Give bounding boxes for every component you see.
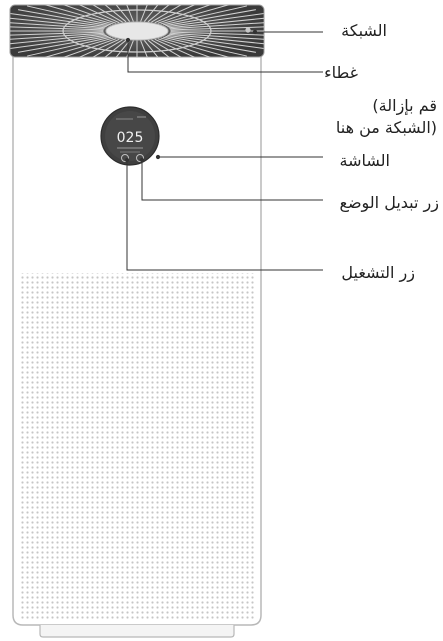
grille-spoke [157,38,225,57]
grille-spoke [170,31,264,36]
label-remove-note-line2: (الشبكة من هنا [335,118,437,137]
screen-reading: 025 [117,130,144,146]
grille-spoke [157,5,225,24]
grille-spoke [10,33,106,45]
grille-spoke [165,35,257,53]
leader-mode-button [141,160,323,201]
grille-spoke [10,17,106,29]
grille-spoke [105,40,130,57]
label-screen: الشاشة [339,151,390,170]
grille-spoke [168,17,264,29]
grille-spoke [151,39,199,57]
oled-screen: 025 [100,106,160,166]
top-grille [9,4,265,58]
grille-spoke [10,32,105,41]
grille-spoke [140,5,154,22]
cover-cap [105,21,169,41]
grille-spoke [167,34,264,49]
grille-spoke [10,34,107,49]
grille-spoke [10,31,104,36]
grille-spoke [49,5,117,24]
grille-spoke [105,5,130,22]
mode-button-icon [136,154,144,162]
grille-spoke [147,5,184,23]
grille-spoke [167,13,264,28]
grille-spoke [90,39,127,57]
grille-spoke [17,35,109,53]
grille-spoke [62,5,120,24]
grille-spoke [160,37,237,57]
grille-spoke [140,40,154,57]
grille-spoke [37,5,114,25]
power-button-icon [121,154,129,162]
label-mode-button: زر تبديل الوضع [339,193,439,212]
grille-spoke [163,36,247,57]
grille-spoke [170,26,264,31]
grille-spoke [75,5,123,23]
label-power-button: زر التشغيل [341,263,415,282]
leader-power-button [126,160,323,271]
grille-spoke [163,5,247,26]
grille-spoke [169,21,264,30]
grille-spoke [75,39,123,57]
grille-spoke [17,9,109,27]
grille-spoke [160,5,237,25]
grille-spoke [144,40,169,57]
grille-spoke [165,9,257,27]
grille-spoke [10,21,105,30]
indicator-dot-icon [245,27,251,33]
grille-spoke [169,32,264,41]
leader-cover [127,40,323,73]
grille-spoke [27,5,111,26]
grille-spoke [10,13,107,28]
label-cover: غطاء [324,63,358,82]
grille-spoke [151,5,199,23]
grille-ring [62,9,212,53]
perforated-panel [20,273,255,620]
label-remove-note-line1: قم بإزالة) [372,96,437,115]
grille-spoke [144,5,169,22]
grille-spoke [154,38,212,57]
label-grille: الشبكة [341,21,387,40]
grille-spoke [49,38,117,57]
grille-spoke [120,5,134,22]
grille-spoke [62,38,120,57]
grille-spoke [37,37,114,57]
grille-spoke [154,5,212,24]
grille-spoke [168,33,264,45]
grille-spoke [10,26,104,31]
label-remove-note: قم بإزالة) (الشبكة من هنا [336,95,437,139]
grille-spoke [90,5,127,23]
purifier-base [39,625,235,638]
grille-spoke [27,36,111,57]
grille-spoke [147,39,184,57]
grille-spoke [120,40,134,57]
